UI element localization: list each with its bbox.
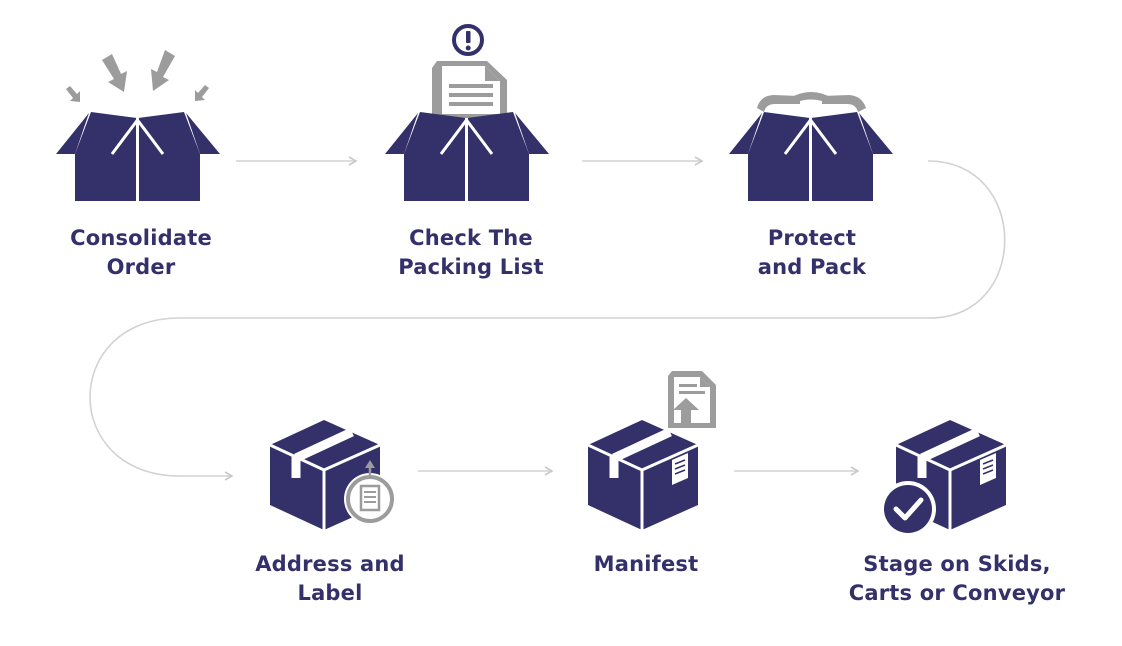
step-label-address-and-label: Address and Label — [210, 550, 450, 608]
step-label-line: Stage on Skids, — [863, 552, 1051, 576]
checkmark-badge-icon — [880, 481, 936, 537]
open-box-with-packing-list-alert-icon — [385, 24, 549, 201]
step-label-line: Carts or Conveyor — [848, 581, 1066, 605]
sealed-box-with-checkmark-icon — [880, 420, 1007, 537]
connector-protect-to-address — [89, 160, 1006, 481]
open-box-with-inbound-arrows-icon — [56, 50, 220, 201]
step-label-line: Label — [297, 581, 363, 605]
address-label-badge-icon — [344, 460, 396, 525]
step-label-protect-and-pack: Protect and Pack — [692, 224, 932, 282]
sealed-box-with-label-icon — [269, 420, 396, 530]
open-box-with-padding-icon — [729, 92, 893, 201]
step-label-consolidate-order: Consolidate Order — [21, 224, 261, 282]
step-label-check-packing-list: Check The Packing List — [351, 224, 591, 282]
step-label-line: Consolidate — [70, 226, 212, 250]
sealed-box-with-manifest-upload-icon — [587, 371, 716, 530]
manifest-upload-document-icon — [668, 371, 716, 428]
step-label-line: Manifest — [593, 552, 699, 576]
step-label-line: Address and — [255, 552, 405, 576]
packing-list-document-icon — [432, 61, 507, 118]
step-label-line: Protect — [767, 226, 857, 250]
step-label-manifest: Manifest — [526, 550, 766, 579]
alert-icon — [452, 24, 484, 56]
step-label-line: Check The — [409, 226, 533, 250]
step-label-line: Packing List — [398, 255, 544, 279]
step-label-line: and Pack — [757, 255, 867, 279]
step-label-stage-on-skids: Stage on Skids, Carts or Conveyor — [837, 550, 1077, 608]
step-label-line: Order — [106, 255, 176, 279]
